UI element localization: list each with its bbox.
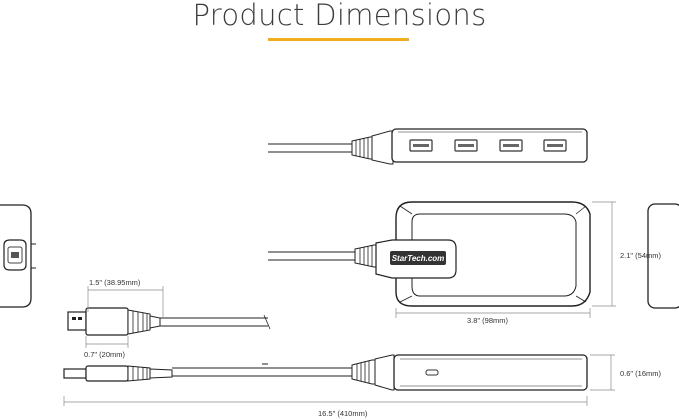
hub-right-end-view xyxy=(647,203,679,309)
page-title: Product Dimensions xyxy=(192,0,487,32)
hub-left-end-view xyxy=(0,204,36,308)
hub-top-view xyxy=(268,128,588,165)
cable-boot-top xyxy=(371,130,394,165)
micro-usb-port xyxy=(425,369,439,376)
strain-relief-side xyxy=(351,359,376,385)
usb-plug-upper xyxy=(67,307,271,336)
label-cable-length: 16.5" (410mm) xyxy=(318,409,368,418)
usb-ports-top xyxy=(409,139,567,152)
logo-badge xyxy=(390,251,446,265)
cable-boot-side xyxy=(374,354,395,391)
label-hub-height: 0.6" (16mm) xyxy=(620,369,662,378)
label-hub-length: 3.8" (98mm) xyxy=(467,316,509,325)
hub-front-view: StarTech.com xyxy=(268,201,591,307)
hub-side-view xyxy=(172,354,588,391)
strain-relief-top xyxy=(351,136,373,160)
title-underline xyxy=(268,38,409,41)
hub-body-top xyxy=(391,128,588,163)
hub-body-side xyxy=(393,354,588,391)
hub-body-front xyxy=(395,201,591,307)
brand-logo-text: StarTech.com xyxy=(392,254,445,263)
usb-plug-tip-upper xyxy=(67,311,87,331)
label-plug-length: 1.5" (38.95mm) xyxy=(89,278,141,287)
label-hub-width: 2.1" (54mm) xyxy=(620,251,662,260)
strain-relief-front xyxy=(354,244,377,268)
strain-relief-ribs-top xyxy=(355,137,369,159)
dimension-lines xyxy=(63,201,616,406)
usb-plug-tip-lower xyxy=(63,368,87,379)
hub-inner-bevel xyxy=(411,213,577,297)
label-plug-width: 0.7" (20mm) xyxy=(84,350,126,359)
usb-plug-housing-upper xyxy=(85,307,129,336)
usb-plug-lower xyxy=(63,365,173,382)
usb-plug-housing-lower xyxy=(85,365,129,382)
end-view-right-body xyxy=(647,203,679,309)
